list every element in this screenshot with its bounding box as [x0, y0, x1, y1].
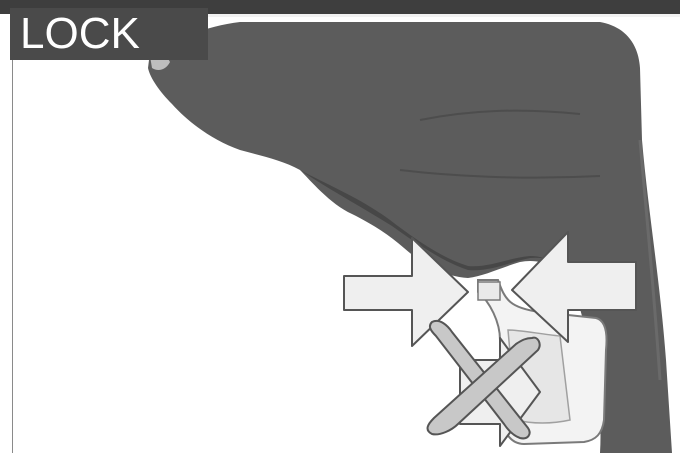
title-badge: LOCK [10, 8, 208, 60]
page-title: LOCK [20, 12, 140, 56]
trigger-lock-button [478, 282, 500, 300]
